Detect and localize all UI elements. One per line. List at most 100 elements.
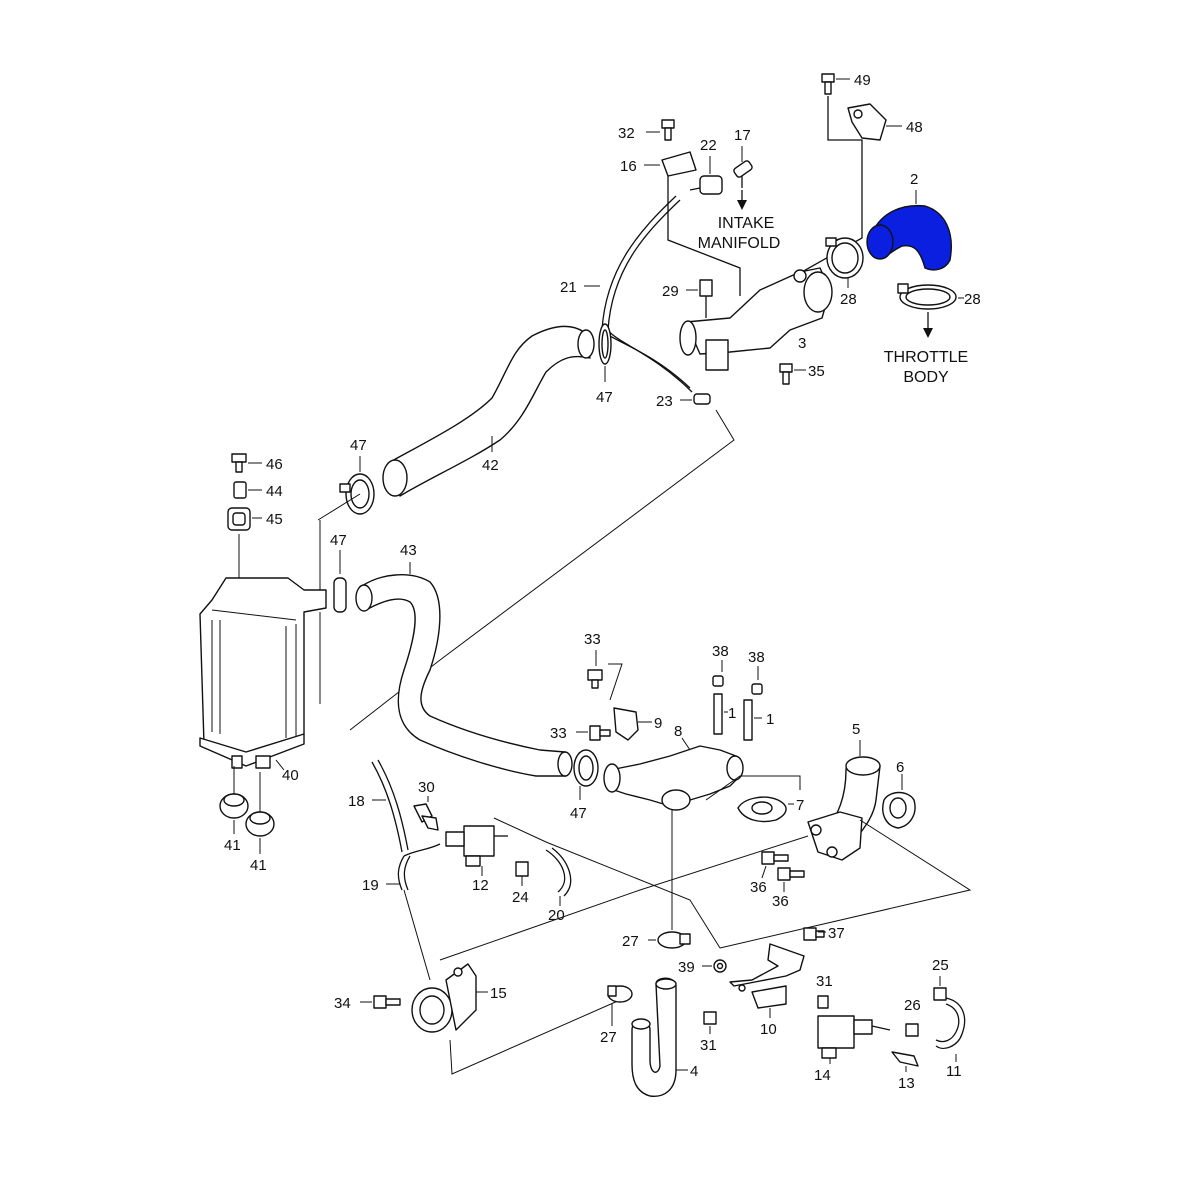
callout-34: 34 xyxy=(334,995,351,1012)
pipe-8[interactable] xyxy=(603,745,744,811)
flange-housing[interactable] xyxy=(807,811,863,861)
callout-2: 2 xyxy=(910,171,918,188)
callout-47d: 47 xyxy=(570,805,587,822)
actuator-15[interactable] xyxy=(411,963,477,1033)
callout-47b: 47 xyxy=(350,437,367,454)
solenoid-12[interactable] xyxy=(445,825,508,867)
nut-38-right[interactable] xyxy=(751,683,763,695)
hose-19[interactable] xyxy=(397,843,441,891)
stud-1-right[interactable] xyxy=(743,699,753,741)
callout-30: 30 xyxy=(418,779,435,796)
air-pipe-3[interactable] xyxy=(679,267,833,371)
gasket-6[interactable] xyxy=(882,791,916,829)
callout-36a: 36 xyxy=(750,879,767,896)
bolt-32[interactable] xyxy=(661,119,675,141)
callout-33a: 33 xyxy=(584,631,601,648)
callout-24: 24 xyxy=(512,889,529,906)
callout-48: 48 xyxy=(906,119,923,136)
throttle-hose-2[interactable] xyxy=(866,204,952,271)
bolt-33-lower[interactable] xyxy=(589,725,611,741)
clamp-47-upper[interactable] xyxy=(598,323,612,365)
callout-47a: 47 xyxy=(596,389,613,406)
callout-20: 20 xyxy=(548,907,565,924)
mount-41-left[interactable] xyxy=(219,793,249,819)
callout-39: 39 xyxy=(678,959,695,976)
solenoid-14[interactable] xyxy=(817,1015,891,1059)
bracket-10[interactable] xyxy=(729,943,805,1009)
callout-47c: 47 xyxy=(330,532,347,549)
clamp-47-outlet[interactable] xyxy=(333,577,347,613)
callout-13: 13 xyxy=(898,1075,915,1092)
hose-18[interactable] xyxy=(371,759,409,853)
bracket-9[interactable] xyxy=(613,707,639,741)
note-intake-line2: MANIFOLD xyxy=(698,235,781,252)
callout-9: 9 xyxy=(654,715,662,732)
sensor-29[interactable] xyxy=(699,279,713,318)
callout-1b: 1 xyxy=(766,711,774,728)
washer-39[interactable] xyxy=(713,959,727,973)
hose-11[interactable] xyxy=(935,997,966,1049)
bolt-31-right[interactable] xyxy=(817,995,829,1009)
bolt-33-upper[interactable] xyxy=(587,669,603,689)
nut-38-left[interactable] xyxy=(712,675,724,687)
callout-29: 29 xyxy=(662,283,679,300)
clamp-27-upper[interactable] xyxy=(657,931,691,949)
callout-15: 15 xyxy=(490,985,507,1002)
note-throttle-line1: THROTTLE xyxy=(884,349,968,366)
bracket-48[interactable] xyxy=(847,103,887,141)
bolt-36-upper[interactable] xyxy=(761,851,789,865)
hose-43[interactable] xyxy=(355,574,573,777)
callout-26: 26 xyxy=(904,997,921,1014)
clamp-47-hose42[interactable] xyxy=(339,473,375,515)
fitting-17[interactable] xyxy=(733,160,753,188)
collar-44[interactable] xyxy=(233,481,247,499)
hose-20[interactable] xyxy=(545,847,572,897)
callout-49: 49 xyxy=(854,72,871,89)
clip-16[interactable] xyxy=(661,151,697,177)
callout-32: 32 xyxy=(618,125,635,142)
mount-41-right[interactable] xyxy=(245,811,275,837)
check-valve-22[interactable] xyxy=(689,175,723,195)
bolt-35[interactable] xyxy=(779,363,793,385)
clip-26[interactable] xyxy=(905,1023,919,1037)
callout-27b: 27 xyxy=(600,1029,617,1046)
callout-33b: 33 xyxy=(550,725,567,742)
clamp-28-lower[interactable] xyxy=(897,283,957,310)
bolt-46[interactable] xyxy=(231,453,247,473)
grommet-45[interactable] xyxy=(227,507,251,531)
intercooler-40[interactable] xyxy=(199,577,327,769)
callout-16: 16 xyxy=(620,158,637,175)
callout-6: 6 xyxy=(896,759,904,776)
callout-37: 37 xyxy=(828,925,845,942)
callout-10: 10 xyxy=(760,1021,777,1038)
callout-38b: 38 xyxy=(748,649,765,666)
fitting-23[interactable] xyxy=(693,393,711,405)
callout-35: 35 xyxy=(808,363,825,380)
callout-31a: 31 xyxy=(816,973,833,990)
callout-25: 25 xyxy=(932,957,949,974)
callout-12: 12 xyxy=(472,877,489,894)
clamp-27-lower[interactable] xyxy=(607,985,633,1003)
callout-1a: 1 xyxy=(728,705,736,722)
gasket-7[interactable] xyxy=(737,796,787,823)
callout-27a: 27 xyxy=(622,933,639,950)
bolt-37[interactable] xyxy=(803,927,825,941)
callout-45: 45 xyxy=(266,511,283,528)
stud-1-left[interactable] xyxy=(713,693,723,735)
bolt-36-lower[interactable] xyxy=(777,867,805,881)
clip-24[interactable] xyxy=(515,861,529,877)
hose-4[interactable] xyxy=(631,977,677,1097)
clip-25[interactable] xyxy=(933,987,947,1001)
fitting-13[interactable] xyxy=(891,1051,919,1067)
clamp-28-upper[interactable] xyxy=(825,237,864,279)
bolt-34[interactable] xyxy=(373,995,401,1009)
bolt-49[interactable] xyxy=(821,73,835,95)
clamp-47-pipe8[interactable] xyxy=(573,749,599,787)
clip-30[interactable] xyxy=(413,803,439,831)
bolt-31-left[interactable] xyxy=(703,1011,717,1025)
callout-11: 11 xyxy=(946,1063,962,1080)
callout-18: 18 xyxy=(348,793,365,810)
callout-28a: 28 xyxy=(840,291,857,308)
callout-41b: 41 xyxy=(250,857,267,874)
